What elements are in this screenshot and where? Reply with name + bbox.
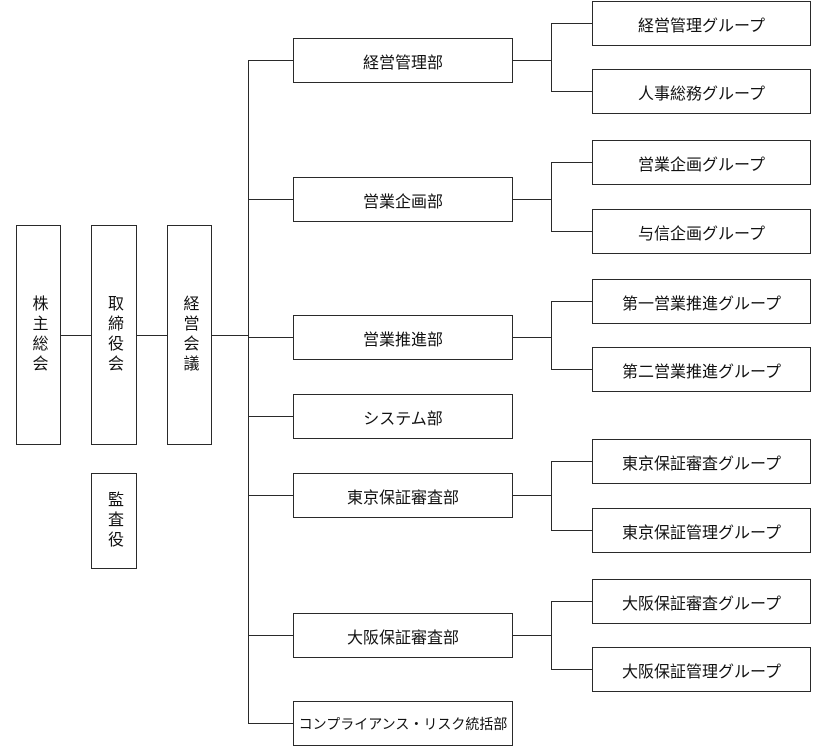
connector-dept-osaka [248,635,293,636]
group-osaka-hosho-shinsa: 大阪保証審査グループ [592,579,811,624]
dept-system: システム部 [293,394,513,439]
connector-keiei-branch [513,60,551,61]
auditor-box: 監査役 [91,473,137,569]
connector-board-meeting [137,335,167,336]
connector-group-tokyo-kanri [551,530,592,531]
branch-keiei [551,23,552,91]
group-yoshin-kikaku: 与信企画グループ [592,209,811,254]
group-keiei-kanri: 経営管理グループ [592,1,811,46]
connector-group-daiichi [551,301,592,302]
group-daiichi-eigyo-suishin: 第一営業推進グループ [592,279,811,324]
connector-group-eigyo-kikaku [551,162,592,163]
dept-eigyo-suishin: 営業推進部 [293,315,513,360]
branch-tokyo [551,461,552,530]
group-osaka-hosho-kanri: 大阪保証管理グループ [592,647,811,692]
dept-tokyo-hosho-shinsa: 東京保証審査部 [293,473,513,518]
group-daini-eigyo-suishin: 第二営業推進グループ [592,347,811,392]
connector-group-daini [551,369,592,370]
connector-dept-eigyo-suishin [248,337,293,338]
connector-dept-tokyo [248,495,293,496]
branch-osaka [551,601,552,669]
connector-group-keiei-kanri [551,23,592,24]
branch-eigyo-kikaku [551,162,552,231]
connector-group-jinji [551,91,592,92]
branch-eigyo-suishin [551,301,552,369]
management-meeting-box: 経営会議 [167,225,212,445]
dept-compliance-risk: コンプライアンス・リスク統括部 [293,701,513,746]
connector-meeting-spine [212,335,248,336]
connector-shareholders-board [61,335,91,336]
connector-tokyo-branch [513,495,551,496]
dept-eigyo-kikaku: 営業企画部 [293,177,513,222]
dept-keiei-kanri: 経営管理部 [293,38,513,83]
group-jinji-somu: 人事総務グループ [592,69,811,114]
connector-group-osaka-shinsa [551,601,592,602]
connector-group-yoshin [551,231,592,232]
connector-dept-system [248,416,293,417]
shareholders-box: 株主総会 [16,225,61,445]
group-tokyo-hosho-shinsa: 東京保証審査グループ [592,439,811,484]
connector-group-tokyo-shinsa [551,461,592,462]
connector-group-osaka-kanri [551,669,592,670]
group-tokyo-hosho-kanri: 東京保証管理グループ [592,508,811,553]
board-box: 取締役会 [91,225,137,445]
connector-eigyo-kikaku-branch [513,199,551,200]
connector-eigyo-suishin-branch [513,337,551,338]
department-spine [248,60,249,723]
connector-osaka-branch [513,635,551,636]
connector-dept-compliance [248,723,293,724]
group-eigyo-kikaku: 営業企画グループ [592,140,811,185]
connector-dept-eigyo-kikaku [248,199,293,200]
dept-osaka-hosho-shinsa: 大阪保証審査部 [293,613,513,658]
connector-dept-keiei [248,60,293,61]
